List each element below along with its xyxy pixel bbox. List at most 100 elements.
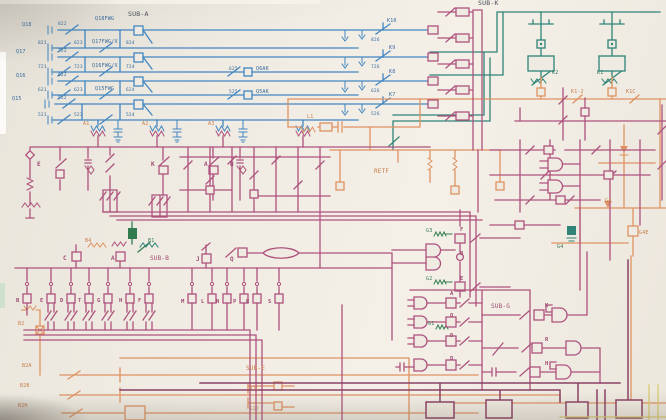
schematic-label: K2 [552,70,558,76]
schematic-label: H [545,361,549,367]
schematic-label: L [201,299,205,305]
schematic-label: K1-2 [571,89,584,95]
schematic-label: B2 [18,321,24,327]
schematic-label: A [111,255,115,262]
schematic-label: Q16FWG/X [92,63,118,69]
schematic-label: RETF [374,168,389,175]
schematic-label: 724 [126,64,135,70]
schematic-label: G3 [426,228,432,234]
schematic-label: G2 [426,276,432,282]
schematic-label: J [196,256,200,263]
schematic-label: 722 [58,48,67,54]
dark-lower-net [119,259,643,420]
schematic-label: 821 [38,40,47,46]
schematic-label: G1 [428,321,434,327]
schematic-label: K [545,303,549,309]
schematic-label: 626 [371,88,380,94]
schematic-label: SUB-K [478,0,499,7]
schematic-label: E27 [250,406,259,412]
schematic-label: K9 [389,45,395,51]
schematic-label: 823 [74,40,83,46]
schematic-label: 625 [229,66,238,72]
schematic-label: 723 [74,64,83,70]
schematic-label: A [450,291,454,297]
schematic-label: B1 [148,238,154,244]
main-relay-net [14,7,666,420]
schematic-label: D [450,356,454,362]
schematic-label: 521 [38,112,47,118]
schematic-label: 726 [371,64,380,70]
schematic-label: N [216,299,220,305]
schematic-label: A2 [142,121,148,127]
schematic-label: K1C [626,89,636,95]
schematic-label: E [460,276,464,282]
schematic-label: K1 [597,70,603,76]
sub-k-net [388,11,661,151]
schematic-label: 826 [371,37,380,43]
schematic-label: A [204,161,208,168]
schematic-label: O [450,313,454,319]
schematic-label: F [460,227,464,233]
schematic-label: Q17 [16,49,26,55]
schematic-label: L1 [307,114,313,120]
schematic-label: 522 [58,95,67,101]
schematic-label: A3 [208,121,214,127]
schematic-label: Q18FWG [95,16,114,22]
schematic-label: P [233,299,237,305]
schematic-label: D [450,333,454,339]
schematic-label: B [460,251,464,257]
schematic-label: 621 [38,87,47,93]
schematic-label: E [40,298,44,304]
schematic-label: SUB-G [491,303,510,310]
schematic-label: B2A [22,363,32,369]
schematic-label: 721 [38,64,47,70]
schematic-label: 822 [58,21,67,27]
schematic-label: K7 [389,92,395,98]
schematic-label: 623 [74,87,83,93]
schematic-label: 523 [74,112,83,118]
schematic-label: Q16 [16,73,26,79]
schematic-label: Q18 [22,22,32,28]
schematic-label: R [545,337,549,343]
schematic-label: B [230,161,234,168]
schematic-label: B4 [85,238,91,244]
schematic-label: SUB-E [246,365,265,372]
schematic-label: 622 [58,72,67,78]
schematic-label: Q17FWG/X [92,39,118,45]
schematic-label: D [60,298,64,304]
schematic-label: S [268,299,272,305]
schematic-label: B2H [18,403,28,409]
green-components [128,221,577,331]
schematic-label: K8 [389,69,395,75]
schematic-label: Q15FWG [95,86,114,92]
schematic-label: G4 [605,198,611,204]
yellow-lines [559,384,666,420]
schematic-label: A1 [83,121,89,127]
schematic-label: B2B [20,383,30,389]
schematic-label: 525 [229,89,238,95]
schematic-label: Q6AK [256,66,269,72]
schematic-label: SUB-A [128,10,149,18]
schematic-label: G [97,298,101,304]
schematic-label: K1L [250,386,259,392]
sub-a-ladder-net [44,22,429,143]
schematic-label: 824 [126,40,135,46]
schematic-label: G4E [639,230,649,236]
schematic-label: K [151,161,155,168]
schematic-label: Q15 [12,96,22,102]
schematic-label: H [119,298,123,304]
schematic-label: B [16,298,20,304]
schematic-label: R [246,299,250,305]
schematic-label: Q [230,256,234,263]
schematic-label: 526 [371,111,380,117]
schematic-label: 524 [126,112,135,118]
schematic-label: SUB-B [150,255,169,262]
schematic-label: 624 [126,87,135,93]
schematic-label: M [181,299,185,305]
schematic-label: E [37,161,41,168]
schematic-label: G4 [557,244,563,250]
schematic-label: Q5AK [256,89,269,95]
